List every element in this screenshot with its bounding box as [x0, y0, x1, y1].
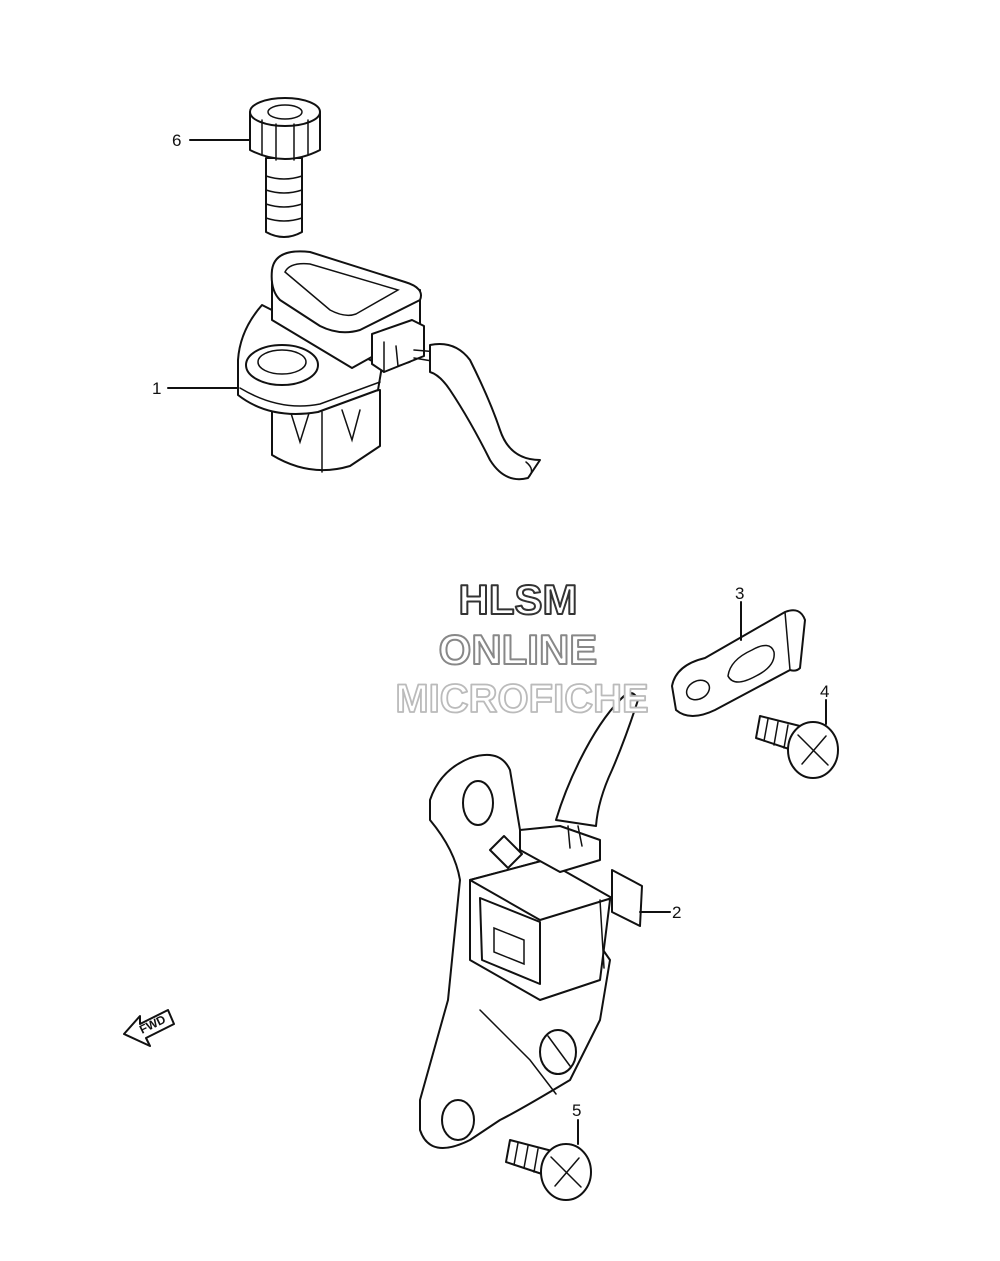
callout-3[interactable]: 3: [735, 584, 744, 603]
watermark-line-3: MICROFICHE: [395, 677, 648, 721]
watermark-line-2: ONLINE: [439, 626, 598, 673]
part-5-screw[interactable]: [505, 1139, 592, 1201]
callout-2[interactable]: 2: [672, 903, 681, 922]
callout-5[interactable]: 5: [572, 1101, 581, 1120]
callout-4[interactable]: 4: [820, 682, 829, 701]
fwd-arrow-icon: FWD: [123, 1009, 175, 1047]
watermark-line-1: HLSM: [459, 576, 578, 623]
watermark: HLSM ONLINE MICROFICHE: [394, 575, 649, 722]
part-1-sensor[interactable]: [237, 250, 541, 481]
part-4-screw[interactable]: [755, 715, 839, 779]
part-2-sensor-bracket[interactable]: [419, 692, 643, 1149]
part-3-plate[interactable]: [671, 609, 806, 717]
part-6-bolt[interactable]: [249, 97, 321, 238]
callout-6[interactable]: 6: [172, 131, 181, 150]
callout-1[interactable]: 1: [152, 379, 161, 398]
